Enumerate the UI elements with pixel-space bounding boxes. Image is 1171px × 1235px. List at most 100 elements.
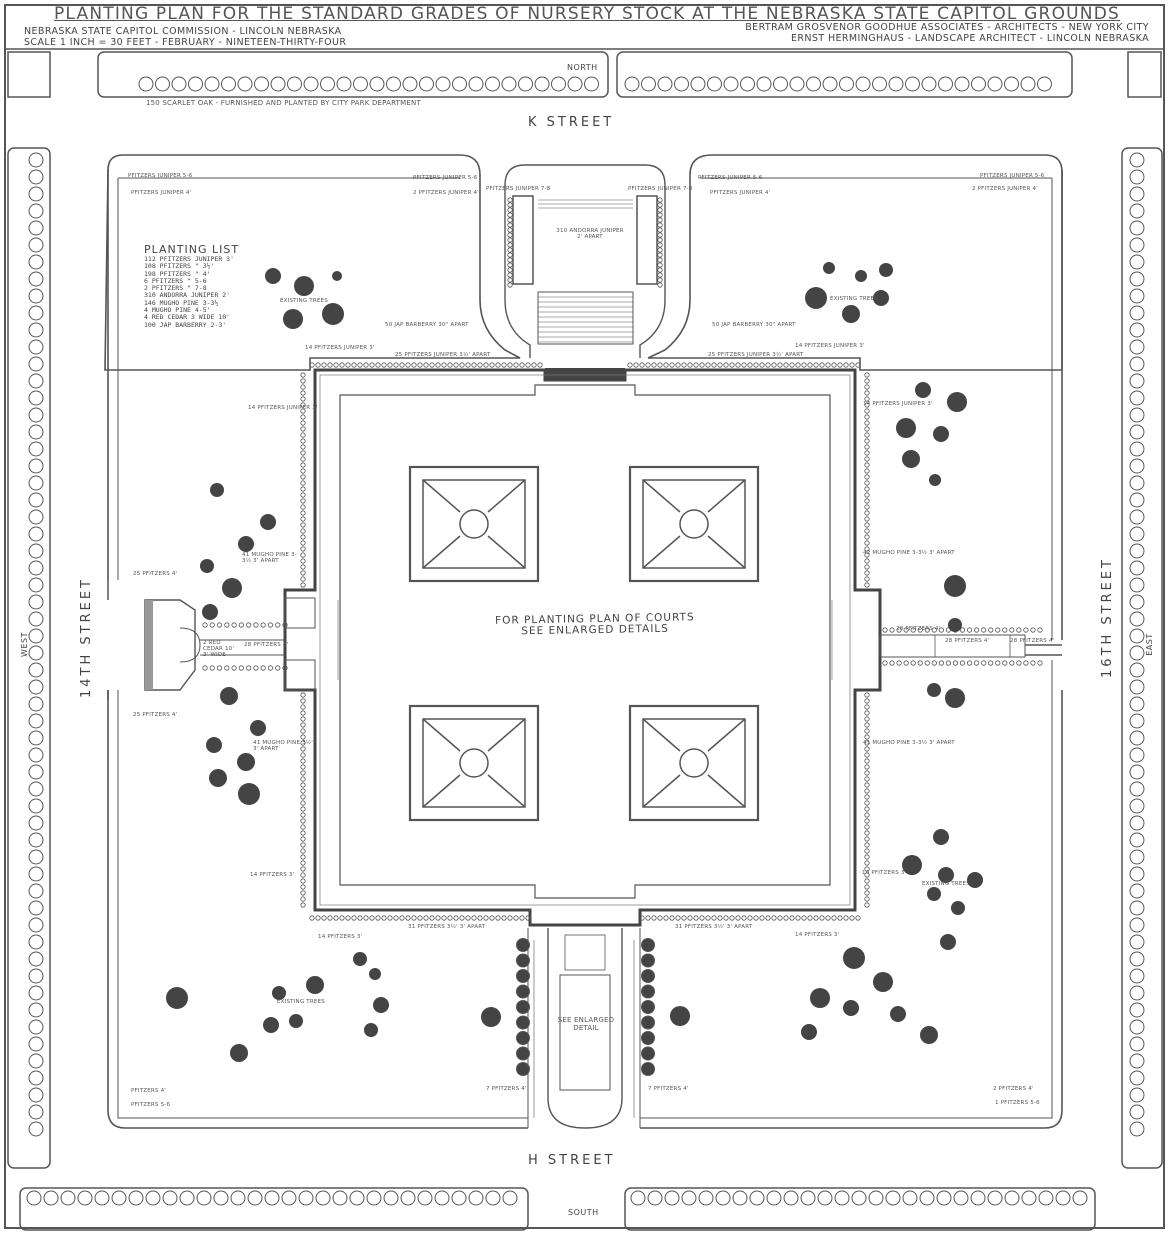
street-tree bbox=[28, 203, 44, 219]
street-tree bbox=[664, 1190, 680, 1206]
hedge-shrub bbox=[501, 915, 507, 921]
street-tree bbox=[434, 1190, 450, 1206]
street-tree bbox=[1129, 934, 1145, 950]
hedge-shrub bbox=[938, 627, 944, 633]
existing-tree bbox=[209, 769, 227, 787]
hedge-shrub bbox=[864, 716, 870, 722]
street-tree bbox=[171, 76, 187, 92]
hedge-shrub bbox=[300, 710, 306, 716]
hedge-shrub bbox=[681, 362, 687, 368]
street-tree bbox=[1129, 951, 1145, 967]
hedge-shrub bbox=[345, 362, 351, 368]
existing-tree bbox=[289, 1014, 303, 1028]
street-tree bbox=[681, 1190, 697, 1206]
street-tree bbox=[1129, 917, 1145, 933]
hedge-shrub bbox=[513, 915, 519, 921]
street-tree bbox=[402, 76, 418, 92]
hedge-shrub bbox=[300, 510, 306, 516]
hedge-shrub bbox=[300, 582, 306, 588]
hedge-shrub bbox=[300, 752, 306, 758]
hedge-shrub bbox=[783, 915, 789, 921]
street-tree bbox=[28, 1104, 44, 1120]
planting-list-title: PLANTING LIST bbox=[144, 243, 240, 256]
hedge-shrub bbox=[435, 915, 441, 921]
existing-tree bbox=[967, 872, 983, 888]
note-pf-jun-4-nw: PFITZERS JUNIPER 4' bbox=[131, 190, 192, 196]
street-tree bbox=[756, 76, 772, 92]
street-tree bbox=[28, 152, 44, 168]
hedge-shrub bbox=[300, 372, 306, 378]
street-tree bbox=[872, 76, 887, 92]
walk-shrub bbox=[641, 938, 655, 952]
hedge-shrub bbox=[657, 267, 663, 273]
hedge-shrub bbox=[705, 915, 711, 921]
hedge-shrub bbox=[423, 362, 429, 368]
existing-tree bbox=[810, 988, 830, 1008]
hedge-shrub bbox=[507, 362, 513, 368]
street-tree bbox=[732, 1190, 748, 1206]
hedge-shrub bbox=[864, 468, 870, 474]
hedge-shrub bbox=[315, 915, 321, 921]
hedge-shrub bbox=[669, 915, 675, 921]
street-tree bbox=[230, 1190, 246, 1206]
hedge-shrub bbox=[864, 516, 870, 522]
existing-tree bbox=[222, 578, 242, 598]
hedge-shrub bbox=[864, 728, 870, 734]
street-tree bbox=[534, 76, 550, 92]
walk-shrub bbox=[641, 1015, 655, 1030]
hedge-shrub bbox=[381, 915, 387, 921]
existing-tree bbox=[373, 997, 389, 1013]
existing-tree bbox=[294, 276, 314, 296]
existing-tree bbox=[929, 474, 941, 486]
hedge-shrub bbox=[489, 915, 495, 921]
note-28-pf-e1: 28 PFITZERS 4' bbox=[896, 626, 941, 632]
hedge-shrub bbox=[903, 660, 909, 666]
hedge-shrub bbox=[300, 468, 306, 474]
hedge-shrub bbox=[471, 362, 477, 368]
hedge-shrub bbox=[864, 854, 870, 860]
hedge-shrub bbox=[735, 362, 741, 368]
street-tree bbox=[332, 1190, 348, 1206]
hedge-shrub bbox=[417, 915, 423, 921]
existing-trees-label-se: EXISTING TREES bbox=[922, 881, 970, 887]
hedge-shrub bbox=[864, 836, 870, 842]
hedge-shrub bbox=[864, 848, 870, 854]
hedge-shrub bbox=[864, 534, 870, 540]
hedge-shrub bbox=[843, 915, 849, 921]
north-planter-left bbox=[512, 195, 534, 285]
hedge-shrub bbox=[507, 217, 513, 223]
hedge-shrub bbox=[238, 622, 244, 628]
street-tree bbox=[28, 594, 44, 610]
planting-list-item: 310 ANDORRA JUNIPER 2' bbox=[144, 291, 231, 300]
street-tree bbox=[800, 1190, 816, 1206]
street-tree bbox=[28, 373, 44, 389]
street-tree bbox=[1129, 1070, 1145, 1086]
street-tree bbox=[28, 968, 44, 984]
hedge-shrub bbox=[789, 915, 795, 921]
walk-shrub bbox=[516, 1031, 530, 1045]
hedge-shrub bbox=[216, 665, 223, 671]
compass-south: SOUTH bbox=[568, 1208, 599, 1217]
street-tree bbox=[905, 76, 920, 92]
existing-tree bbox=[369, 968, 381, 980]
street-tree bbox=[1129, 1002, 1145, 1018]
street-tree bbox=[657, 76, 673, 92]
hedge-shrub bbox=[753, 915, 759, 921]
hedge-shrub bbox=[741, 362, 747, 368]
street-tree bbox=[789, 76, 805, 92]
street-tree bbox=[1129, 985, 1145, 1001]
street-tree bbox=[723, 76, 739, 92]
north-sidewalk-left bbox=[97, 51, 609, 98]
hedge-shrub bbox=[275, 665, 281, 671]
hedge-shrub bbox=[1009, 660, 1015, 666]
hedge-shrub bbox=[864, 582, 870, 588]
street-tree bbox=[749, 1190, 765, 1206]
note-1-pf-se: 1 PFITZERS 5-6 bbox=[995, 1100, 1040, 1106]
landscape-architect-line: ERNST HERMINGHAUS - LANDSCAPE ARCHITECT … bbox=[791, 33, 1149, 44]
hedge-shrub bbox=[988, 660, 994, 666]
hedge-shrub bbox=[903, 627, 909, 633]
existing-tree bbox=[842, 305, 860, 323]
hedge-shrub bbox=[300, 402, 306, 408]
street-tree bbox=[817, 1190, 833, 1206]
